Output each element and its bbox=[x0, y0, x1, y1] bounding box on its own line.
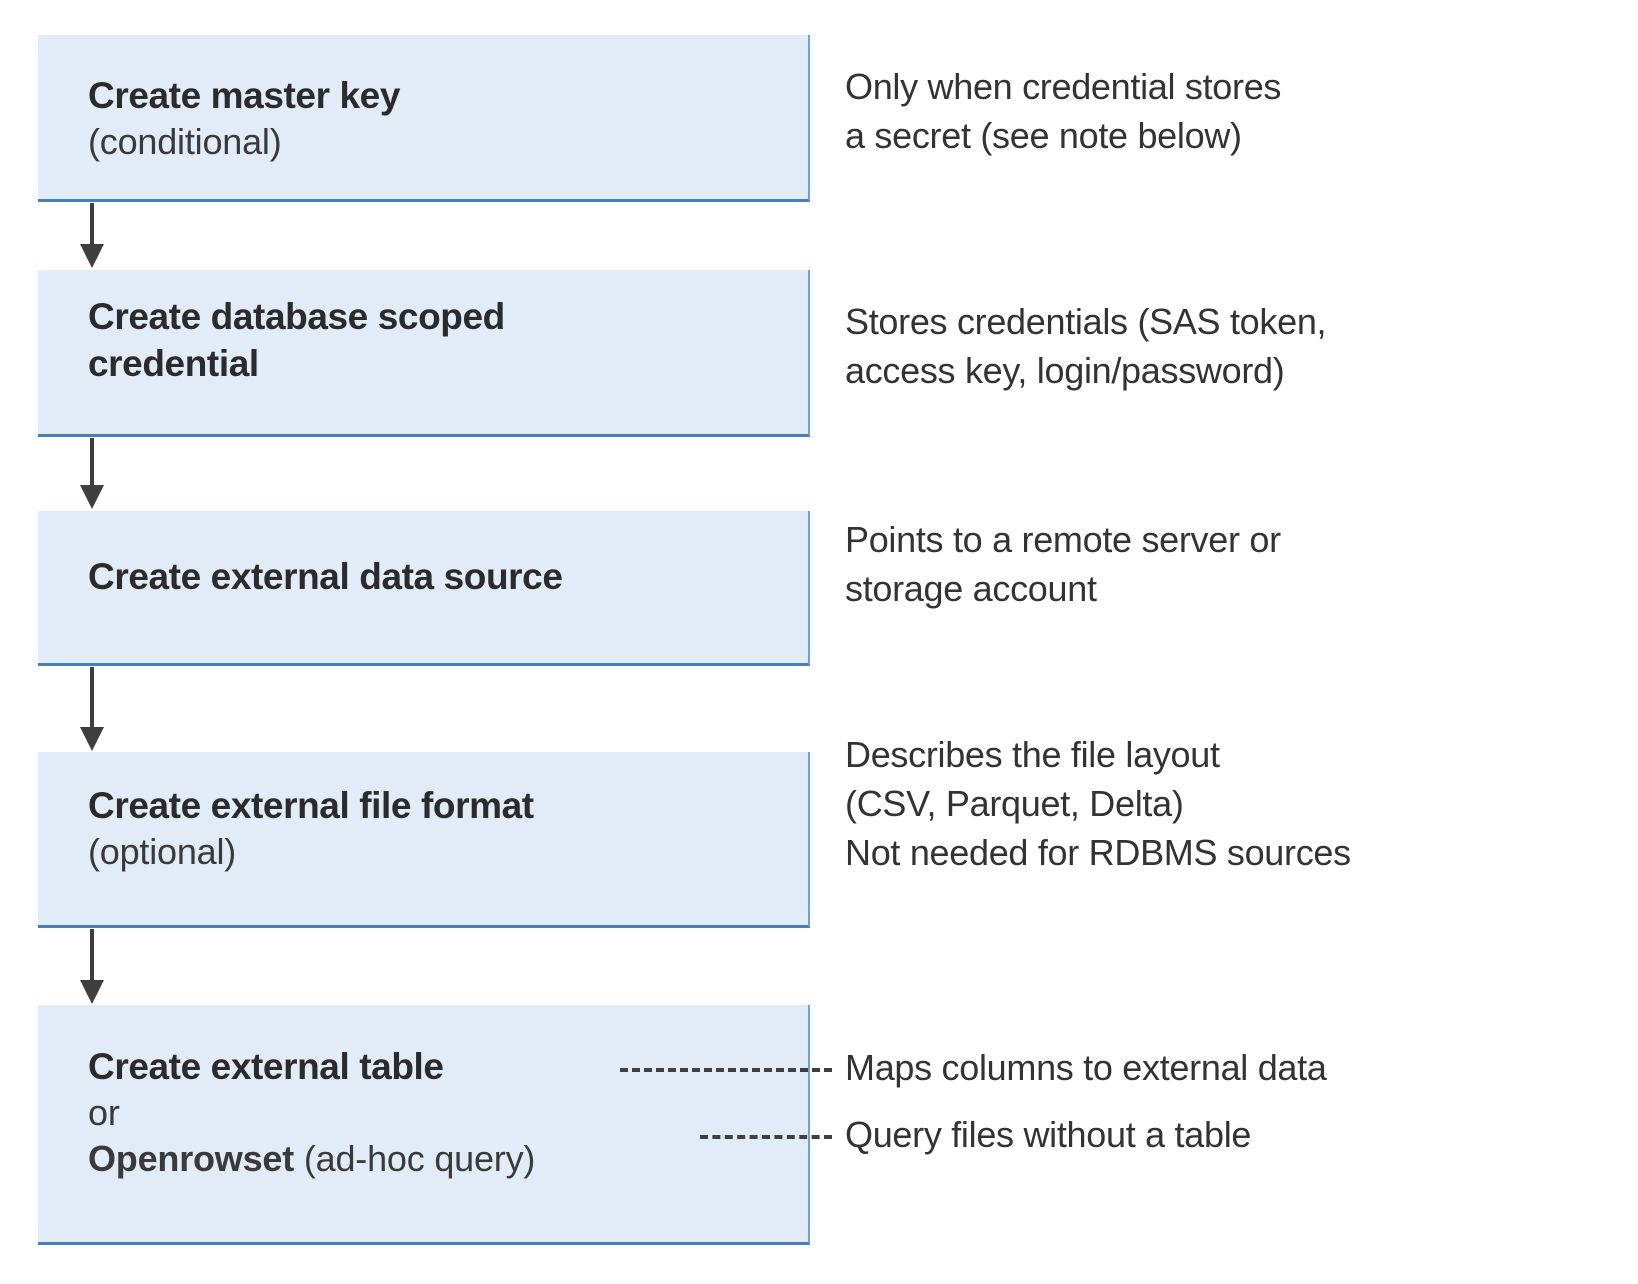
step-subtitle: (conditional) bbox=[88, 121, 282, 162]
step-openrowset-line: Openrowset (ad-hoc query) bbox=[88, 1136, 798, 1182]
openrowset-qualifier: (ad-hoc query) bbox=[294, 1138, 536, 1179]
step-title: Create master key bbox=[88, 75, 401, 116]
note-create-external-file-format: Describes the file layout (CSV, Parquet,… bbox=[845, 734, 1351, 873]
step-title: Create database scoped credential bbox=[88, 296, 505, 384]
note-create-master-key: Only when credential stores a secret (se… bbox=[845, 66, 1282, 156]
arrow-down-icon-3 bbox=[80, 667, 104, 752]
step-box-create-master-key[interactable]: Create master key (conditional) bbox=[38, 35, 810, 202]
step-box-create-external-table-or-openrowset[interactable]: Create external table or Openrowset (ad-… bbox=[38, 1005, 810, 1245]
arrow-down-icon-2 bbox=[80, 438, 104, 510]
step-box-create-database-scoped-credential[interactable]: Create database scoped credential bbox=[38, 270, 810, 437]
step-title-external-table: Create external table bbox=[88, 1046, 444, 1087]
note-create-external-data-source: Points to a remote server or storage acc… bbox=[845, 519, 1281, 609]
step-box-create-external-data-source[interactable]: Create external data source bbox=[38, 511, 810, 666]
dashed-connector-openrowset bbox=[700, 1135, 832, 1139]
note-maps-columns-to-external-data: Maps columns to external data bbox=[845, 1047, 1327, 1088]
step-title: Create external file format bbox=[88, 785, 534, 826]
step-subtitle: (optional) bbox=[88, 831, 237, 872]
arrow-down-icon-1 bbox=[80, 203, 104, 268]
step-title: Create external data source bbox=[88, 556, 563, 597]
dashed-connector-external-table bbox=[620, 1068, 832, 1072]
arrow-down-icon-4 bbox=[80, 929, 104, 1005]
openrowset-label: Openrowset bbox=[88, 1138, 295, 1179]
step-or-label: or bbox=[88, 1092, 120, 1133]
step-box-create-external-file-format[interactable]: Create external file format (optional) bbox=[38, 752, 810, 928]
note-create-database-scoped-credential: Stores credentials (SAS token, access ke… bbox=[845, 301, 1327, 391]
note-query-files-without-a-table: Query files without a table bbox=[845, 1114, 1252, 1155]
